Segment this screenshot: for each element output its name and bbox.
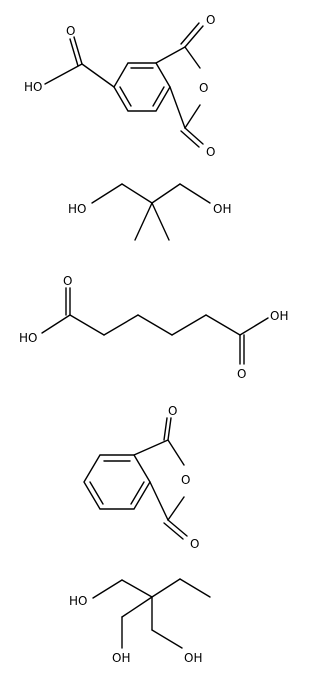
bond: [44, 63, 83, 85]
bond: [103, 314, 139, 336]
hydroxyl-label: OH: [184, 651, 202, 665]
benzene-ring: [83, 454, 151, 510]
hydroxyl-label: OH: [270, 309, 288, 323]
bond: [91, 183, 123, 204]
molecule-adipic-acid: O OH HO O: [19, 274, 288, 381]
bond: [239, 317, 269, 336]
oxygen-label: O: [63, 274, 72, 288]
bond: [41, 314, 71, 334]
bond: [171, 314, 207, 336]
carbonyl-bond: [184, 25, 204, 48]
molecule-phthalic-anhydride: O O O: [83, 404, 199, 551]
oxygen-label: O: [66, 24, 75, 38]
bond: [151, 629, 183, 649]
carbonyl-bond: [163, 522, 184, 540]
bond: [121, 579, 153, 598]
bond: [151, 202, 170, 241]
hydroxyl-label: OH: [213, 202, 231, 216]
bond: [179, 578, 211, 598]
bond: [184, 46, 201, 69]
hydroxyl-label: HO: [24, 80, 42, 94]
bond: [179, 183, 211, 204]
bond: [155, 46, 186, 64]
bond: [151, 578, 181, 598]
oxygen-label: O: [168, 404, 177, 418]
molecule-trimethylolpropane: HO OH OH: [69, 578, 211, 665]
ring-double-bond: [130, 481, 145, 505]
bond: [92, 579, 123, 599]
bond: [69, 314, 105, 336]
bond: [149, 481, 169, 521]
hydroxyl-label: HO: [69, 594, 87, 608]
chemical-structures-diagram: HO O O O O HO OH O: [19, 13, 288, 665]
bond: [121, 183, 153, 204]
hydroxyl-label: OH: [112, 651, 130, 665]
hydroxyl-label: HO: [19, 331, 37, 345]
carbonyl-bond: [167, 519, 188, 537]
bond: [205, 314, 241, 336]
carbonyl-bond: [180, 130, 200, 148]
oxygen-label: O: [181, 473, 190, 487]
bond: [151, 183, 181, 204]
oxygen-label: O: [190, 537, 199, 551]
carbonyl-bond: [163, 417, 168, 441]
ring-double-bond: [89, 481, 104, 505]
oxygen-label: O: [237, 367, 246, 381]
carbonyl-bond: [69, 38, 79, 67]
carbonyl-bond: [184, 127, 204, 145]
bond: [169, 86, 186, 129]
bond: [121, 596, 153, 618]
benzene-ring: [113, 62, 171, 112]
bond: [137, 314, 173, 336]
bond: [167, 439, 185, 466]
oxygen-label: O: [206, 145, 215, 159]
bond: [134, 202, 153, 241]
bond: [167, 496, 185, 521]
carbonyl-bond: [180, 22, 200, 45]
ring-double-bond: [152, 86, 165, 107]
ring-double-bond: [119, 86, 132, 107]
oxygen-label: O: [206, 13, 215, 27]
carbonyl-bond: [167, 417, 172, 441]
bond: [133, 439, 169, 456]
hydroxyl-label: HO: [68, 202, 86, 216]
bond: [184, 104, 201, 129]
molecule-neopentyl-glycol: HO OH: [68, 183, 231, 241]
carbonyl-bond: [73, 36, 83, 65]
molecule-trimellitic-anhydride: HO O O O O: [24, 13, 215, 159]
oxygen-label: O: [199, 81, 208, 95]
bond: [81, 63, 115, 88]
